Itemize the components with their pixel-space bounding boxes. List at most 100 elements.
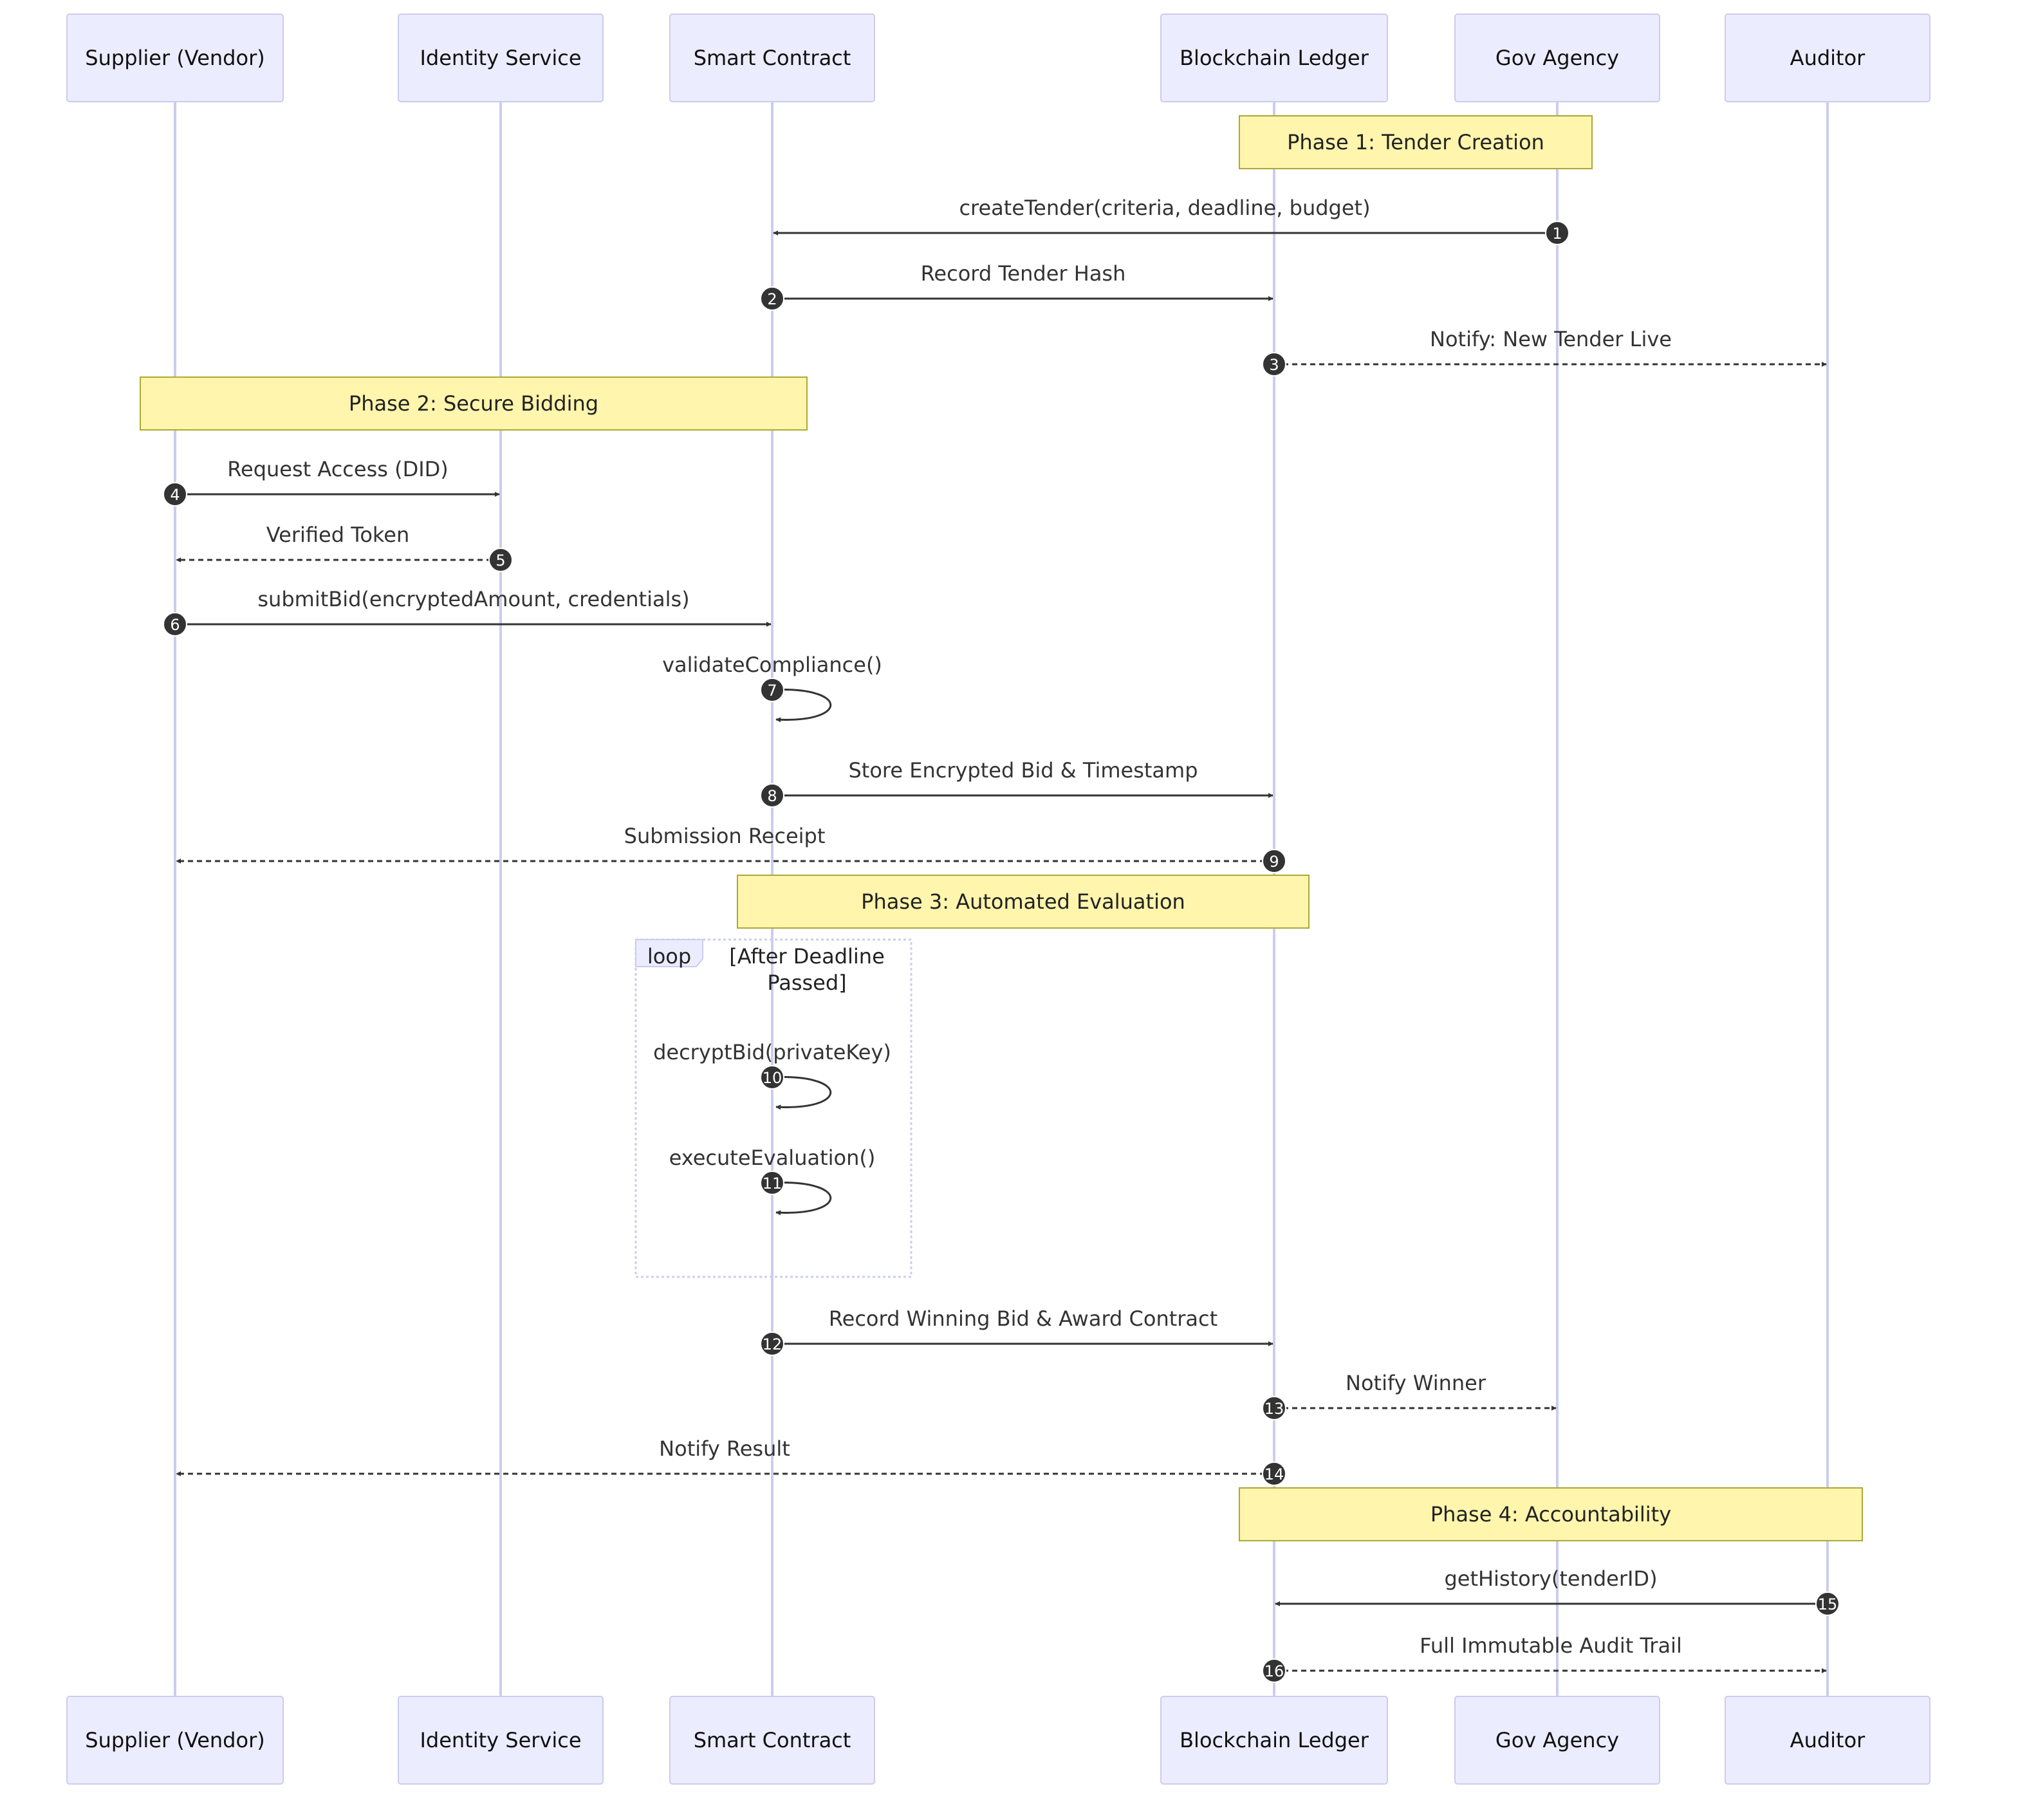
participant-box: [1454, 1696, 1660, 1785]
note-box: [1239, 115, 1593, 169]
participant-agency-top: Gov Agency: [1454, 14, 1660, 102]
sequence-number-badge: [1262, 849, 1286, 873]
participant-identity-top: Identity Service: [398, 14, 604, 102]
note-label: Phase 3: Automated Evaluation: [861, 889, 1185, 914]
participant-label: Supplier (Vendor): [85, 1728, 264, 1752]
loop-condition-line-1: [After Deadline: [729, 944, 885, 969]
message-self-arrow: [772, 1076, 832, 1110]
message-16: Full Immutable Audit Trail 16: [1262, 1633, 1827, 1683]
loop-tag: [635, 939, 703, 967]
sequence-number-badge: [760, 1332, 784, 1356]
message-8: Store Encrypted Bid & Timestamp 8: [760, 758, 1273, 808]
sequence-number: 13: [1264, 1400, 1284, 1418]
participant-label: Smart Contract: [694, 46, 851, 70]
loop-frame: [634, 938, 912, 1278]
sequence-number-badge: [1262, 1658, 1286, 1683]
sequence-number-badge: [760, 286, 784, 311]
loop-tag-label: loop: [647, 944, 691, 969]
message-11: executeEvaluation()11: [669, 1146, 876, 1216]
sequence-number-badge: [760, 1171, 784, 1195]
message-label: getHistory(tenderID): [1444, 1566, 1657, 1591]
loop-block: loop [After Deadline Passed]: [634, 938, 912, 1278]
message-4: Request Access (DID) 4: [163, 457, 500, 506]
sequence-number-badge: [760, 1065, 784, 1090]
participant-box: [66, 14, 284, 102]
message-label: Request Access (DID): [227, 457, 449, 481]
sequence-number: 14: [1264, 1465, 1284, 1483]
message-label: executeEvaluation(): [669, 1146, 876, 1170]
sequence-number-badge: [760, 783, 784, 808]
phase-note-3: Phase 3: Automated Evaluation: [737, 875, 1310, 929]
message-6: submitBid(encryptedAmount, credentials)6: [163, 587, 772, 636]
sequence-number: 8: [767, 787, 777, 805]
message-label: Notify: New Tender Live: [1430, 327, 1672, 351]
participant-box: [398, 1696, 604, 1785]
sequence-number: 1: [1552, 225, 1562, 243]
participant-supplier-top: Supplier (Vendor): [66, 14, 284, 102]
sequence-number-badge: [163, 612, 187, 636]
phase-note-4: Phase 4: Accountability: [1239, 1487, 1863, 1541]
sequence-number: 9: [1269, 853, 1279, 871]
participants: Supplier (Vendor) Supplier (Vendor) Identi…: [66, 14, 1930, 1785]
message-1: createTender(criteria, deadline, budget)…: [773, 196, 1569, 245]
phase-note-1: Phase 1: Tender Creation: [1239, 115, 1593, 169]
message-14: Notify Result 14: [176, 1436, 1286, 1486]
participant-label: Gov Agency: [1495, 1728, 1619, 1752]
participant-box: [1454, 14, 1660, 102]
message-label: Store Encrypted Bid & Timestamp: [848, 758, 1198, 783]
participant-label: Blockchain Ledger: [1180, 1728, 1369, 1752]
note-label: Phase 4: Accountability: [1430, 1502, 1671, 1527]
phase-note-2: Phase 2: Secure Bidding: [140, 376, 808, 431]
participant-box: [1725, 1696, 1930, 1785]
message-self-arrow: [772, 1182, 832, 1216]
message-10: decryptBid(privateKey)10: [653, 1040, 891, 1110]
participant-box: [66, 1696, 284, 1785]
message-3: Notify: New Tender Live 3: [1262, 327, 1827, 376]
message-label: Notify Result: [659, 1436, 790, 1461]
sequence-number: 4: [170, 486, 180, 504]
participant-box: [1725, 14, 1930, 102]
sequence-number: 3: [1269, 356, 1279, 374]
sequence-number: 7: [767, 682, 777, 700]
message-label: validateCompliance(): [662, 653, 882, 677]
participant-label: Smart Contract: [694, 1728, 851, 1752]
sequence-number-badge: [760, 678, 784, 702]
participant-agency-bottom: Gov Agency: [1454, 1696, 1660, 1785]
participant-auditor-top: Auditor: [1725, 14, 1930, 102]
participant-label: Supplier (Vendor): [85, 46, 264, 70]
participant-label: Blockchain Ledger: [1180, 46, 1369, 70]
message-label: Full Immutable Audit Trail: [1420, 1633, 1682, 1658]
message-label: createTender(criteria, deadline, budget): [959, 196, 1370, 220]
sequence-number: 16: [1264, 1662, 1284, 1680]
participant-contract-top: Smart Contract: [669, 14, 875, 102]
note-box: [140, 376, 808, 431]
sequence-number-badge: [1815, 1592, 1840, 1616]
sequence-number: 15: [1818, 1595, 1838, 1613]
message-label: Record Tender Hash: [921, 261, 1126, 286]
participant-auditor-bottom: Auditor: [1725, 1696, 1930, 1785]
sequence-number-badge: [488, 548, 513, 572]
message-label: submitBid(encryptedAmount, credentials): [257, 587, 689, 611]
message-label: Notify Winner: [1346, 1371, 1486, 1395]
participant-ledger-top: Blockchain Ledger: [1160, 14, 1388, 102]
loop-condition-line-2: Passed]: [767, 970, 846, 995]
participant-label: Auditor: [1790, 46, 1866, 70]
participant-box: [398, 14, 604, 102]
participant-label: Identity Service: [420, 46, 581, 70]
note-label: Phase 2: Secure Bidding: [349, 391, 598, 416]
participant-box: [669, 14, 875, 102]
participant-identity-bottom: Identity Service: [398, 1696, 604, 1785]
message-13: Notify Winner 13: [1262, 1371, 1557, 1420]
participant-label: Identity Service: [420, 1728, 581, 1752]
message-label: decryptBid(privateKey): [653, 1040, 891, 1064]
note-label: Phase 1: Tender Creation: [1287, 130, 1544, 154]
message-15: getHistory(tenderID) 15: [1275, 1566, 1840, 1616]
message-label: Record Winning Bid & Award Contract: [829, 1306, 1217, 1331]
sequence-number-badge: [1262, 1396, 1286, 1420]
